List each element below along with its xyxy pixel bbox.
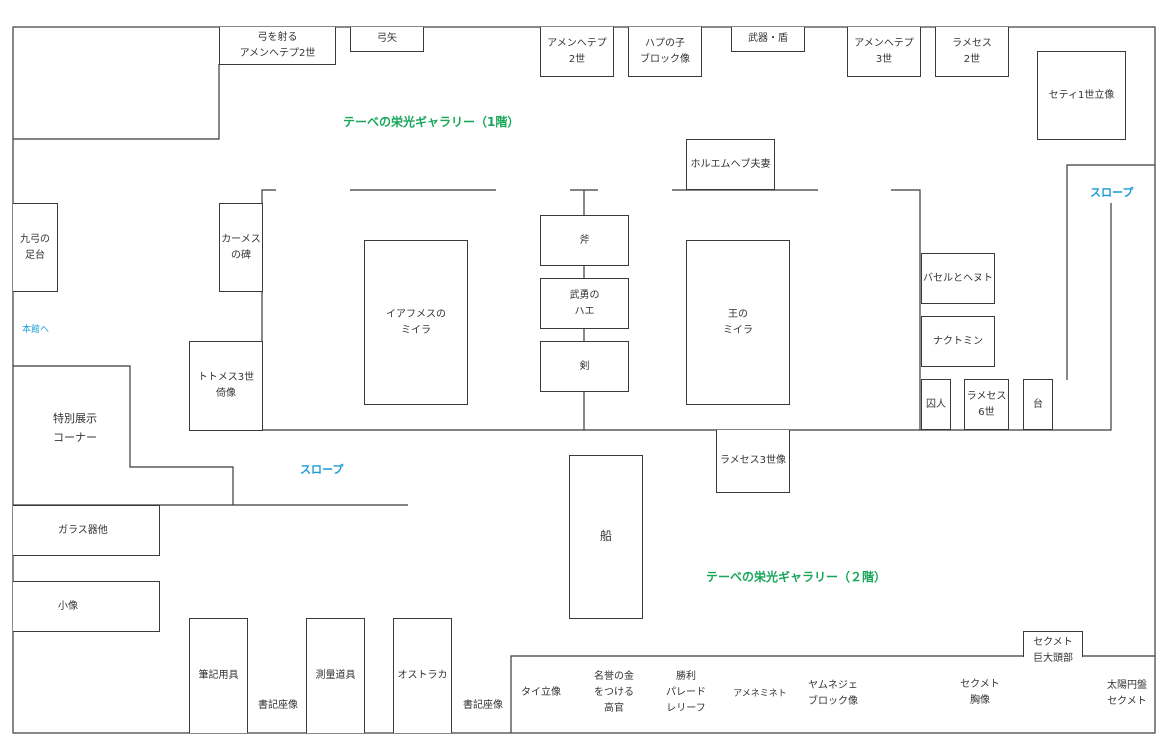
exhibit-amenhotep3: アメンヘテプ 3世 [847, 27, 921, 77]
exhibit-gold-honor: 名誉の金 をつける 高官 [594, 671, 634, 714]
exhibit-seti1: セティ1世立像 [1037, 51, 1126, 140]
exhibit-ramses6: ラメセス 6世 [964, 379, 1009, 430]
exhibit-bow: 弓矢 [350, 27, 424, 52]
exhibit-writing-tools: 筆記用具 [189, 618, 248, 733]
exhibit-sekhmet-bust: セクメト 胸像 [960, 679, 1000, 706]
exhibit-ship: 船 [569, 455, 643, 619]
exhibit-bow-stand: 九弓の 足台 [13, 203, 58, 292]
exhibit-ramses2: ラメセス 2世 [935, 27, 1009, 77]
exhibit-survey-tools: 測量道具 [306, 618, 365, 733]
exhibit-archer: 弓を射る アメンヘテプ2世 [219, 27, 336, 65]
special-exhibit-corner: 特別展示 コーナー [53, 412, 97, 444]
exhibit-sword: 剣 [540, 341, 629, 392]
exhibit-iahmes-mummy: イアフメスの ミイラ [364, 240, 468, 405]
exhibit-weapons-shield: 武器・盾 [731, 27, 805, 52]
exhibit-sekhmet-head-label: セクメト 巨大頭部 [1033, 637, 1073, 664]
slope-label-left: スロープ [300, 463, 344, 476]
exhibit-thutmose3: トトメス3世 倚像 [189, 341, 263, 431]
exhibit-amenhotep2: アメンヘテプ 2世 [540, 27, 614, 77]
gallery-label-floor1: テーベの栄光ギャラリー（1階） [343, 115, 520, 129]
exhibit-ramses3: ラメセス3世像 [716, 430, 790, 493]
gallery-label-floor2: テーベの栄光ギャラリー（２階） [706, 570, 887, 584]
exhibit-prisoner: 囚人 [921, 379, 951, 430]
exhibit-stand: 台 [1023, 379, 1053, 430]
exhibit-ostraca: オストラカ [393, 618, 452, 733]
exhibit-horemheb: ホルエムヘブ夫妻 [686, 139, 775, 190]
exhibit-king-mummy: 王の ミイラ [686, 240, 790, 405]
exhibit-axe: 斧 [540, 215, 629, 266]
exhibit-baser-henut: バセルとヘヌト [921, 253, 995, 304]
exhibit-sekhmet-sun: 太陽円盤 セクメト [1107, 680, 1147, 707]
exhibit-tai-statue: タイ立像 [521, 687, 561, 698]
exhibit-amenemipet: アメネミネト [733, 689, 787, 699]
exhibit-valor-fly: 武勇の ハエ [540, 278, 629, 329]
exhibit-sekhmet-head: セクメト 巨大頭部 [1023, 631, 1083, 664]
exhibit-yamnejeh: ヤムネジェ ブロック像 [808, 680, 858, 707]
exhibit-scribe-2: 書記座像 [463, 700, 503, 711]
exhibit-glass: ガラス器他 [13, 505, 160, 556]
exhibit-nakhtmin: ナクトミン [921, 316, 995, 367]
exhibit-statuettes: 小像 [13, 581, 160, 632]
exhibit-kamose-stele: カーメス の碑 [219, 203, 263, 292]
exhibit-scribe-1: 書記座像 [258, 700, 298, 711]
main-building-link[interactable]: 本館へ [22, 325, 50, 335]
exhibit-hapu-son: ハプの子 ブロック像 [628, 27, 702, 77]
exhibit-victory-relief: 勝利 パレード レリーフ [666, 671, 706, 714]
slope-label-right: スロープ [1090, 186, 1134, 199]
